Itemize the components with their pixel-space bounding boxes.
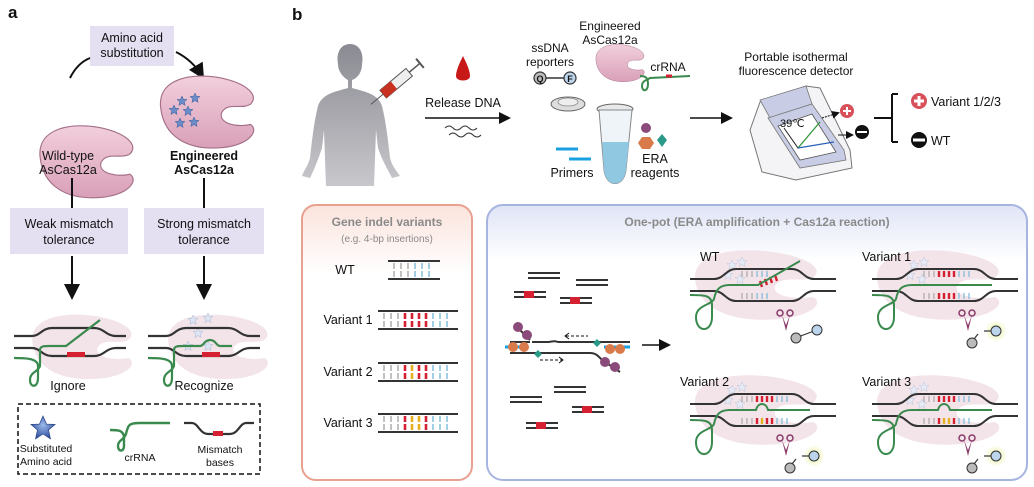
- recognize-label: Recognize: [174, 379, 233, 393]
- cas12a-reaction-panel: WT: [689, 250, 836, 344]
- strong-tolerance-text-1: Strong mismatch: [157, 217, 251, 231]
- negative-sign-small: [838, 125, 869, 139]
- scissors-icon: [964, 315, 972, 331]
- cas12a-reaction-panel: Variant 2: [680, 375, 836, 474]
- positive-result-icon: [911, 93, 927, 109]
- amplification-illustration: [505, 272, 630, 429]
- engineered-label-1: Engineered: [170, 149, 238, 163]
- reaction-panel-label: Variant 3: [862, 375, 911, 389]
- quencher-icon: [784, 462, 796, 474]
- detector-title-2: fluorescence detector: [739, 64, 854, 78]
- onepot-title: One-pot (ERA amplification + Cas12a reac…: [624, 215, 889, 229]
- primers-label: Primers: [550, 166, 593, 180]
- cas12a-reaction-panel: Variant 1: [862, 250, 1018, 349]
- strong-tolerance-text-2: tolerance: [178, 233, 229, 247]
- reaction-panel-label: WT: [700, 250, 720, 264]
- wildtype-label-2: AsCas12a: [39, 163, 97, 177]
- svg-text:39℃: 39℃: [780, 118, 805, 130]
- negative-result-icon: [911, 132, 927, 148]
- indel-row: WT: [335, 260, 440, 280]
- crrna-strand: [689, 260, 801, 330]
- legend-mismatch-text-2: bases: [206, 457, 234, 469]
- fluorescence-detector-icon: 39℃: [749, 85, 853, 181]
- svg-text:Q: Q: [536, 74, 543, 84]
- negative-result-label: WT: [931, 134, 951, 148]
- weak-tolerance-box: [10, 208, 128, 254]
- crrna-strand: [871, 403, 992, 455]
- cas12a-reaction-panel: Variant 3: [862, 375, 1018, 474]
- weak-tolerance-text-2: tolerance: [43, 233, 94, 247]
- crrna-strand: [689, 403, 810, 455]
- crrna-legend-icon: [109, 421, 170, 452]
- amino-acid-text-2: substitution: [100, 46, 163, 60]
- crrna-b-icon: [639, 74, 691, 92]
- positive-sign-small: [821, 104, 854, 119]
- weak-tolerance-text-1: Weak mismatch: [25, 217, 114, 231]
- fluorophore-icon: [990, 450, 1002, 462]
- dna-wave-icon: [444, 125, 482, 138]
- reaction-panel-label: Variant 1: [862, 250, 911, 264]
- branch-arrow-right: [175, 51, 205, 80]
- release-dna-label: Release DNA: [425, 96, 501, 110]
- svg-text:F: F: [567, 74, 573, 84]
- indel-row-label: Variant 3: [323, 416, 372, 430]
- fluorophore-icon: [808, 450, 820, 462]
- blood-drop-icon: [456, 56, 470, 81]
- strong-tolerance-box: [144, 208, 264, 254]
- quencher-icon: [966, 337, 978, 349]
- person-icon: [302, 44, 400, 186]
- engineered-b-label-2: AsCas12a: [582, 33, 638, 47]
- fluorophore-icon: [990, 325, 1002, 337]
- positive-result-label: Variant 1/2/3: [931, 95, 1001, 109]
- legend-crrna-text: crRNA: [125, 452, 156, 464]
- indel-row-label: Variant 1: [323, 313, 372, 327]
- ignore-label: Ignore: [50, 379, 85, 393]
- indel-row: Variant 3: [323, 413, 458, 433]
- panel-a-label: a: [8, 3, 18, 22]
- era-reagents-icon: [638, 123, 667, 149]
- amino-acid-box: [90, 26, 174, 66]
- panel-b-label: b: [292, 5, 302, 24]
- branch-line-left: [69, 57, 91, 79]
- engineered-cas12a-icon: [159, 75, 255, 149]
- crrna-b-label: crRNA: [650, 60, 685, 74]
- ssdna-label-2: reporters: [526, 55, 574, 69]
- ssdna-reporter-icon: Q F: [533, 71, 577, 85]
- primers-icon: [556, 147, 591, 161]
- indel-row: Variant 2: [323, 362, 458, 382]
- engineered-b-label-1: Engineered: [579, 19, 640, 33]
- indel-row: Variant 1: [323, 310, 458, 330]
- era-label-1: ERA: [642, 152, 668, 166]
- detector-title-1: Portable isothermal: [744, 50, 847, 64]
- indel-row-label: Variant 2: [323, 365, 372, 379]
- legend-star-text-2: Amino acid: [20, 456, 72, 468]
- legend-box: [17, 403, 261, 475]
- scissors-icon: [964, 440, 972, 456]
- scissors-icon: [782, 440, 790, 456]
- quencher-icon: [966, 462, 978, 474]
- ssdna-label-1: ssDNA: [531, 41, 568, 55]
- ignore-illustration: [13, 314, 132, 387]
- reaction-tube-icon: [550, 96, 634, 184]
- result-bracket: [874, 93, 898, 143]
- indel-subtitle: (e.g. 4-bp insertions): [341, 234, 433, 245]
- reaction-panel-label: Variant 2: [680, 375, 729, 389]
- era-label-2: reagents: [631, 166, 680, 180]
- syringe-icon: [370, 58, 425, 105]
- amino-acid-text-1: Amino acid: [101, 31, 163, 45]
- indel-title: Gene indel variants: [332, 215, 443, 229]
- indel-variants-box: [301, 204, 473, 481]
- legend-star-text-1: Substituted: [20, 443, 73, 455]
- legend-mismatch-text-1: Mismatch: [198, 444, 243, 456]
- engineered-cas-small-icon: [595, 44, 645, 83]
- indel-row-label: WT: [335, 263, 355, 277]
- wildtype-label-1: Wild-type: [42, 149, 94, 163]
- crrna-strand: [871, 284, 992, 330]
- mismatch-legend-icon: [184, 421, 254, 436]
- scissors-icon: [782, 315, 790, 331]
- star-legend-icon: [29, 414, 57, 440]
- engineered-label-2: AsCas12a: [174, 163, 235, 177]
- recognize-illustration: [147, 312, 268, 387]
